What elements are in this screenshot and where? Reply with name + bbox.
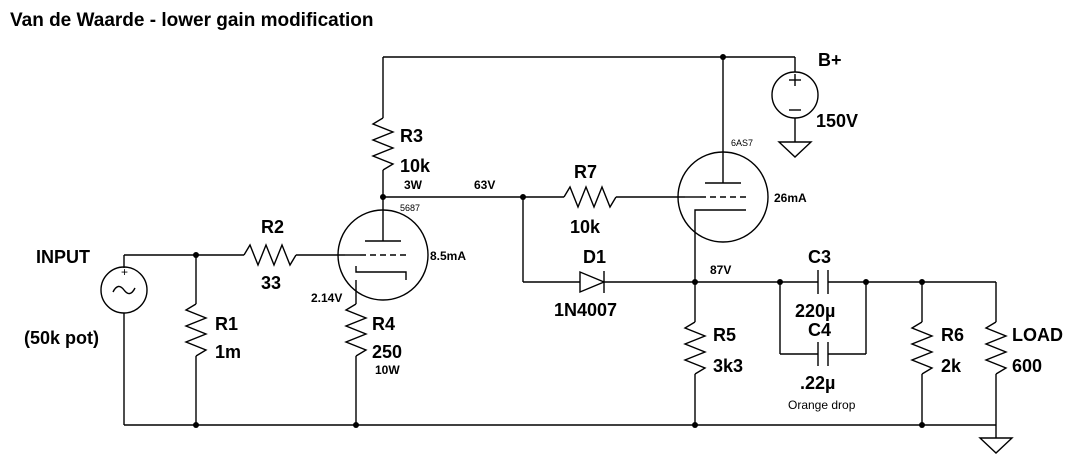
- v2-current: 26mA: [774, 191, 807, 205]
- resistor-r1: [184, 255, 208, 425]
- r1-name: R1: [215, 314, 238, 334]
- r2-name: R2: [261, 217, 284, 237]
- r5-value: 3k3: [713, 356, 743, 376]
- resistor-r3: [371, 57, 395, 197]
- supply-value: 150V: [816, 111, 858, 131]
- r3-name: R3: [400, 126, 423, 146]
- resistor-r2: [196, 243, 345, 267]
- schematic-title: Van de Waarde - lower gain modification: [10, 10, 374, 31]
- c3-name: C3: [808, 247, 831, 267]
- junction-dot: [193, 422, 199, 428]
- resistor-r6: [910, 282, 934, 425]
- r3-rating: 3W: [404, 178, 423, 192]
- c4-name: C4: [808, 320, 831, 340]
- junction-dot: [919, 422, 925, 428]
- r1-value: 1m: [215, 342, 241, 362]
- load-value: 600: [1012, 356, 1042, 376]
- load-name: LOAD: [1012, 325, 1063, 345]
- v1-current: 8.5mA: [430, 249, 466, 263]
- r2-value: 33: [261, 273, 281, 293]
- resistor-r5: [683, 282, 707, 425]
- r5-name: R5: [713, 325, 736, 345]
- d1-value: 1N4007: [554, 300, 617, 320]
- r4-rating: 10W: [375, 363, 400, 377]
- junction-dot: [353, 422, 359, 428]
- input-note: (50k pot): [24, 328, 99, 348]
- r4-value: 250: [372, 342, 402, 362]
- v1-type: 5687: [400, 203, 420, 213]
- resistor-r4: [344, 280, 368, 425]
- v2-type: 6AS7: [731, 138, 753, 148]
- tube-v1: [337, 197, 429, 301]
- r7-value: 10k: [570, 217, 601, 237]
- r6-name: R6: [941, 325, 964, 345]
- svg-text:+: +: [121, 265, 128, 279]
- input-label: INPUT: [36, 247, 90, 267]
- tube-v2: [677, 57, 769, 243]
- resistor-r7: [523, 185, 685, 209]
- plate-voltage-label: 63V: [474, 178, 495, 192]
- v1-cathode-voltage: 2.14V: [311, 291, 342, 305]
- c3-value: 220µ: [795, 301, 835, 321]
- r7-name: R7: [574, 162, 597, 182]
- supply-b-plus: [723, 56, 819, 158]
- input-source: +: [100, 255, 148, 425]
- r3-value: 10k: [400, 156, 431, 176]
- output-voltage-label: 87V: [710, 263, 731, 277]
- ground-symbol-bottom: [978, 425, 1014, 454]
- c4-value: .22µ: [800, 373, 835, 393]
- diode-d1: [522, 197, 695, 294]
- d1-name: D1: [583, 247, 606, 267]
- resistor-load: [984, 282, 1008, 425]
- junction-dot: [692, 422, 698, 428]
- r4-name: R4: [372, 314, 395, 334]
- r6-value: 2k: [941, 356, 962, 376]
- capacitor-c4: [779, 282, 867, 366]
- capacitor-c3: [780, 270, 866, 294]
- c4-note: Orange drop: [788, 398, 856, 412]
- supply-name: B+: [818, 50, 842, 70]
